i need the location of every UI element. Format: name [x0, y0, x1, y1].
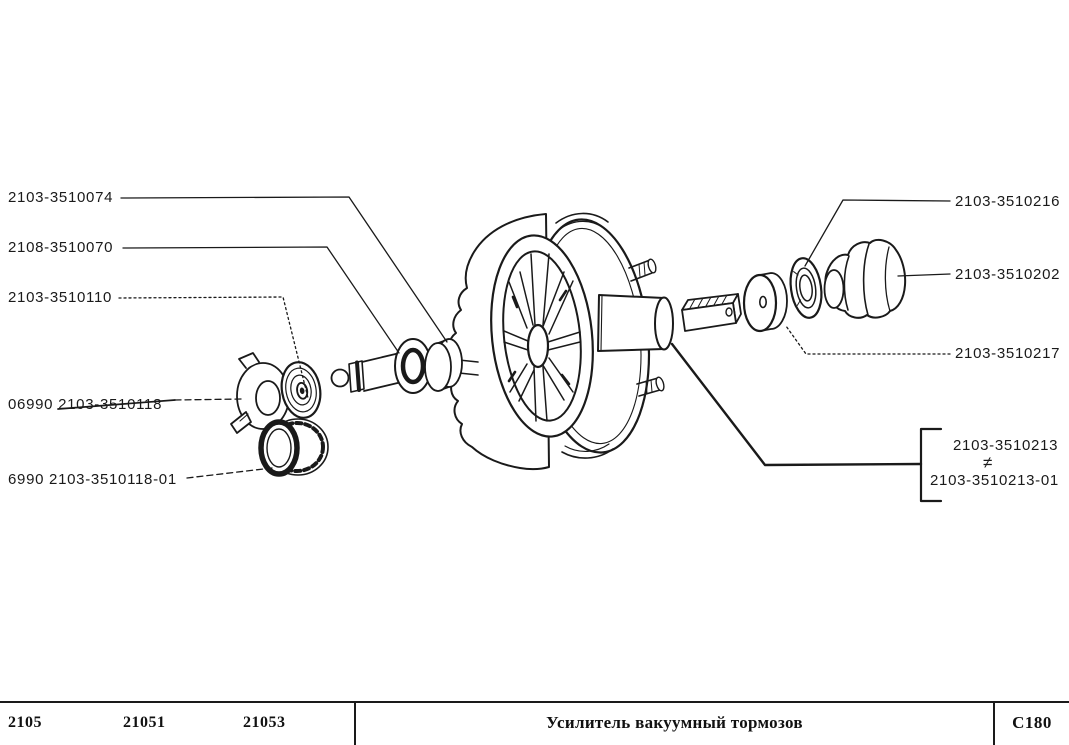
seal-drawing — [280, 361, 322, 419]
retainer-clip-drawing — [230, 352, 290, 434]
not-equal-symbol: ≠ — [983, 453, 993, 472]
pushrod-drawing — [330, 338, 432, 394]
footer-model-code: 21053 — [243, 714, 286, 731]
alternate-bracket — [919, 427, 943, 503]
leader-line — [897, 273, 951, 277]
exploded-view-drawing — [57, 196, 951, 503]
boot-drawing — [823, 238, 907, 319]
part-number-label: 2103-3510217 — [955, 345, 1061, 362]
leader-line — [785, 325, 951, 355]
stud-icon — [453, 358, 479, 376]
footer-divider — [993, 703, 995, 745]
leader-line — [118, 296, 309, 399]
footer-page-code: C180 — [1012, 713, 1052, 732]
part-number-label-superseded: 06990 2103-3510118 — [8, 396, 163, 413]
leader-line — [120, 196, 448, 343]
knurled-cap-drawing — [258, 418, 329, 477]
spokes — [503, 253, 581, 422]
footer-model-code: 2105 — [8, 714, 42, 731]
part-number-label: 6990 2103-3510118-01 — [8, 471, 177, 488]
pusher-block-drawing — [681, 293, 742, 332]
part-number-label: 2103-3510074 — [8, 189, 114, 206]
footer-bar: 2105 21051 21053 Усилитель вакуумный тор… — [0, 701, 1069, 745]
leader-line — [670, 342, 923, 467]
part-number-label: 2103-3510216 — [955, 193, 1061, 210]
booster-body-drawing — [448, 212, 674, 471]
part-number-label: 2103-3510213-01 — [930, 472, 1059, 489]
leader-line — [174, 398, 244, 401]
footer-model-code: 21051 — [123, 714, 166, 731]
part-number-label: 2103-3510202 — [955, 266, 1061, 283]
washer-disc-drawing — [742, 272, 788, 333]
leader-line — [804, 199, 951, 267]
footer-title: Усилитель вакуумный тормозов — [546, 713, 803, 732]
stud-icon — [628, 258, 657, 282]
leader-line — [122, 246, 400, 354]
part-number-label: 2108-3510070 — [8, 239, 114, 256]
stud-icon — [636, 376, 665, 397]
disc-drawing — [424, 338, 463, 392]
leader-lines — [57, 196, 951, 503]
leader-line — [186, 467, 273, 479]
part-number-label: 2103-3510110 — [8, 289, 113, 306]
footer-divider — [354, 703, 356, 745]
seal-ring-drawing — [789, 257, 823, 319]
part-number-label: 2103-3510213 — [953, 437, 1059, 454]
